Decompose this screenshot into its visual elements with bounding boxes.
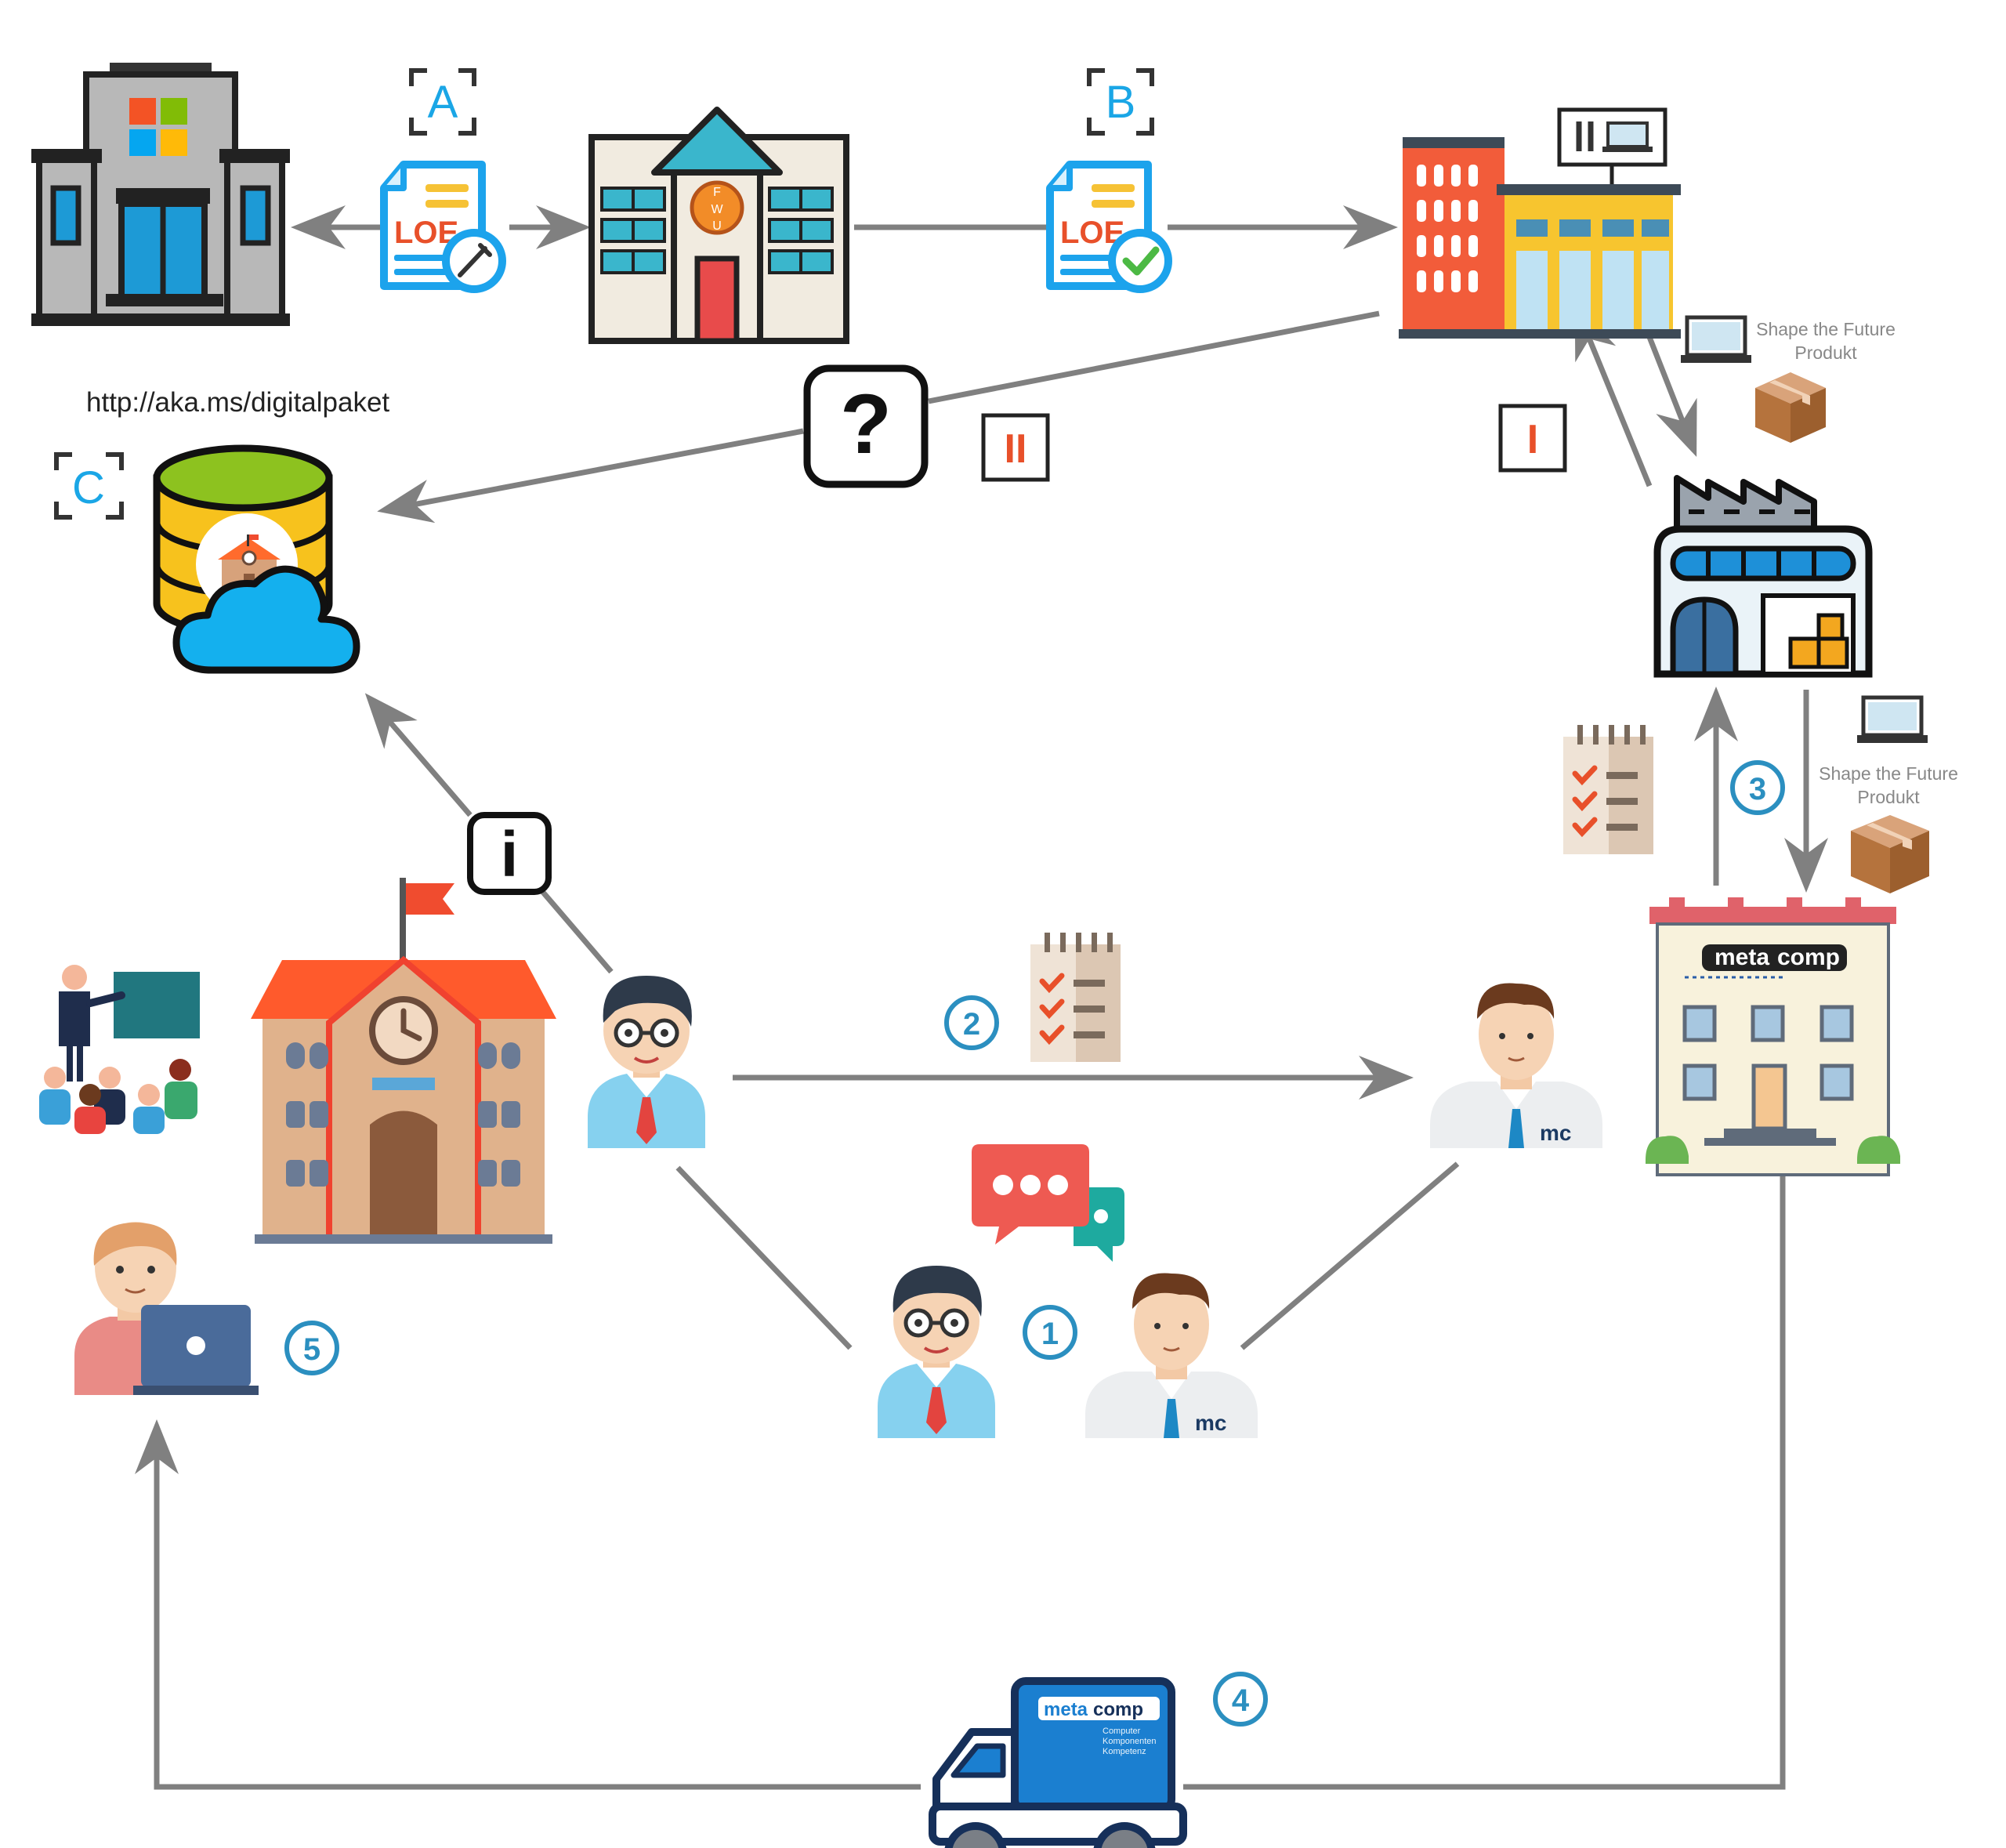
- meeting-sales-person-icon: mc: [1085, 1273, 1258, 1438]
- classroom-presentation-icon: [39, 965, 200, 1134]
- product-bundle-top: Shape the Future Produkt: [1681, 315, 1896, 443]
- contract-document-icon: LOE: [380, 161, 506, 293]
- laptop-icon: [1606, 121, 1649, 148]
- step-2-label: 2: [963, 1007, 980, 1042]
- truck-brand-part1: meta: [1044, 1699, 1088, 1720]
- step-4-badge: 4: [1213, 1672, 1268, 1727]
- step-b-label: B: [1106, 77, 1136, 128]
- product-label-right-line1: Shape the Future: [1819, 763, 1958, 784]
- line-metacomp-to-truck: [1183, 1168, 1786, 1790]
- teacher-person-icon: [588, 976, 705, 1148]
- step-4-label: 4: [1232, 1683, 1250, 1718]
- authority-letter-3: U: [712, 219, 722, 233]
- line-teacher-to-meeting: [675, 1165, 853, 1350]
- warehouse-icon: [1653, 475, 1873, 678]
- digitalpaket-url: http://aka.ms/digitalpaket: [86, 387, 389, 418]
- product-label-right-line2: Produkt: [1857, 787, 1920, 807]
- connectors: [135, 205, 1828, 1790]
- authority-letter-1: F: [713, 186, 721, 199]
- student-laptop-icon: [74, 1222, 259, 1395]
- tools-icon: [1576, 121, 1594, 151]
- delivery-truck-icon: meta comp Computer Komponenten Kompetenz: [929, 1677, 1187, 1848]
- step-5-label: 5: [303, 1332, 320, 1367]
- step-roman-1-label: I: [1527, 417, 1538, 462]
- step-a-marker: A: [409, 68, 476, 136]
- line-teacher-to-info: [538, 887, 614, 974]
- approved-document-icon: LOE: [1046, 161, 1172, 293]
- question-icon: ?: [803, 364, 929, 488]
- checklist-icon: [1030, 933, 1121, 1062]
- product-bundle-right: Shape the Future Produkt: [1819, 695, 1958, 893]
- metacomp-building-icon: meta comp: [1646, 897, 1900, 1176]
- supplier-building-icon: [1399, 107, 1681, 339]
- package-box-icon: [1755, 372, 1826, 443]
- truck-tagline-1: Computer: [1103, 1727, 1141, 1736]
- chat-bubbles-icon: [972, 1144, 1124, 1262]
- info-symbol: i: [501, 819, 519, 890]
- step-roman-2-label: II: [1005, 426, 1027, 472]
- step-1-label: 1: [1041, 1317, 1059, 1351]
- step-roman-2-marker: II: [981, 413, 1050, 482]
- line-sales-to-meeting: [1240, 1161, 1460, 1350]
- truck-brand-part2: comp: [1093, 1699, 1143, 1720]
- step-roman-1-marker: I: [1498, 404, 1567, 473]
- step-3-label: 3: [1749, 772, 1766, 806]
- microsoft-building-icon: [31, 63, 290, 326]
- cloud-database-icon: [153, 444, 360, 674]
- arrow-truck-to-student: [135, 1419, 921, 1790]
- arrow-warehouse-to-supplier: [1574, 303, 1653, 487]
- step-2-badge: 2: [944, 995, 999, 1050]
- step-1-badge: 1: [1023, 1305, 1077, 1360]
- checklist-icon: [1563, 725, 1653, 854]
- metacomp-sales-person-icon: mc: [1430, 983, 1602, 1148]
- laptop-icon: [1857, 695, 1928, 743]
- truck-tagline-3: Kompetenz: [1103, 1747, 1146, 1756]
- product-label-top-line1: Shape the Future: [1756, 319, 1896, 339]
- boxes-icon: [1788, 613, 1849, 669]
- meeting-teacher-icon: [878, 1266, 995, 1438]
- step-3-badge: 3: [1730, 760, 1785, 815]
- product-label-top-line2: Produkt: [1794, 342, 1857, 363]
- meeting-sales-badge: mc: [1195, 1411, 1226, 1435]
- step-c-label: C: [72, 462, 105, 513]
- laptop-icon: [1681, 315, 1751, 363]
- authority-letter-2: W: [711, 203, 723, 216]
- check-icon: [1122, 246, 1160, 276]
- step-5-badge: 5: [284, 1321, 339, 1375]
- step-b-marker: B: [1087, 68, 1154, 136]
- line-supplier-to-question: [928, 310, 1380, 404]
- metacomp-sign-part2: comp: [1777, 944, 1840, 970]
- sales-person-badge: mc: [1540, 1121, 1571, 1145]
- pen-icon: [458, 243, 492, 277]
- school-authority-building-icon: F W U: [588, 107, 849, 344]
- arrow-question-to-cloud: [377, 428, 804, 524]
- step-a-label: A: [428, 77, 458, 128]
- school-building-icon: [251, 878, 556, 1244]
- question-symbol: ?: [840, 376, 892, 471]
- info-icon: i: [467, 812, 552, 895]
- metacomp-sign-part1: meta: [1715, 944, 1769, 970]
- arrow-teacher-to-cloud: [364, 693, 473, 817]
- package-box-icon: [1851, 815, 1929, 893]
- truck-tagline-2: Komponenten: [1103, 1737, 1157, 1746]
- step-c-marker: C: [54, 452, 124, 520]
